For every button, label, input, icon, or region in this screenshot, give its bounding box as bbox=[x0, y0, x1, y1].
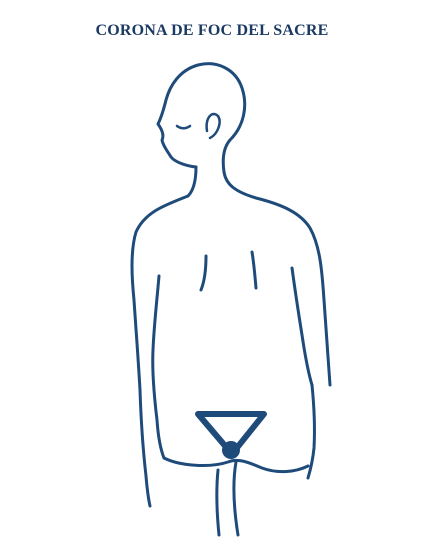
ear bbox=[207, 114, 220, 138]
left-shoulder-blade bbox=[201, 256, 206, 290]
right-torso-side bbox=[292, 268, 312, 385]
right-shoulder-arm bbox=[224, 172, 330, 385]
neck-left bbox=[188, 167, 196, 196]
right-leg bbox=[234, 462, 238, 535]
closed-eye bbox=[177, 126, 190, 128]
head-outline bbox=[158, 64, 245, 172]
sacral-dot bbox=[222, 441, 240, 459]
left-shoulder-arm bbox=[132, 196, 188, 506]
right-shoulder-blade bbox=[252, 252, 256, 288]
left-torso-side bbox=[153, 276, 164, 458]
right-arm-lower bbox=[308, 385, 314, 478]
left-leg bbox=[217, 470, 219, 535]
